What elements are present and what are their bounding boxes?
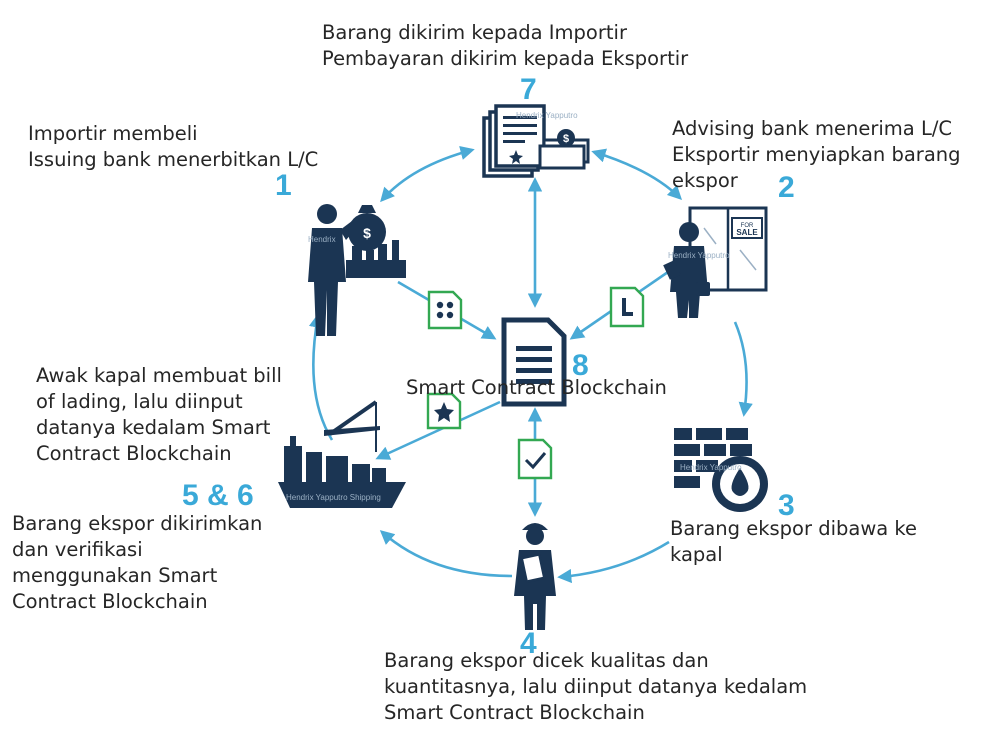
arrow-7-to-2 — [591, 148, 683, 201]
inspector-icon — [514, 523, 556, 630]
step-number-2: 2 — [778, 171, 795, 204]
step-6-line-1: Barang ekspor dikirimkan — [12, 512, 263, 535]
step-1-line-2: Issuing bank menerbitkan L/C — [28, 148, 319, 171]
arrow-center-ship — [375, 400, 501, 460]
step-4-line-3: Smart Contract Blockchain — [384, 701, 645, 724]
step-8-description: Smart Contract Blockchain — [406, 375, 667, 401]
step-3-line-2: kapal — [670, 543, 723, 566]
step-4-description: Barang ekspor dicek kualitas dan kuantit… — [384, 648, 807, 726]
exporter-shop-icon: FOR SALE Hendrix Yapputro — [663, 206, 768, 318]
step-3-line-1: Barang ekspor dibawa ke — [670, 517, 918, 540]
badge-money-icon — [427, 290, 463, 330]
step-2-line-1: Advising bank menerima L/C — [672, 117, 952, 140]
step-2-line-3: ekspor — [672, 169, 738, 192]
svg-text:$: $ — [563, 133, 569, 145]
sign-text-for: FOR — [741, 223, 754, 229]
arrow-2-to-3 — [733, 321, 753, 417]
step-8-line-1: Smart Contract Blockchain — [406, 376, 667, 399]
smart-contract-document-icon — [501, 317, 567, 407]
step-4-line-2: kuantitasnya, lalu diinput datanya kedal… — [384, 675, 808, 698]
step-2-line-2: Eksportir menyiapkan barang — [672, 143, 961, 166]
step-number-4: 4 — [520, 627, 537, 660]
arrow-3-to-4 — [557, 540, 670, 584]
step-2-description: Advising bank menerima L/C Eksportir men… — [672, 116, 961, 194]
step-5-line-4: Contract Blockchain — [36, 442, 232, 465]
watermark-exporter: Hendrix Yapputro — [668, 251, 730, 260]
step-number-7: 7 — [520, 73, 537, 106]
step-5-description: Awak kapal membuat bill of lading, lalu … — [36, 363, 282, 467]
step-6-line-2: dan verifikasi — [12, 538, 143, 561]
step-4-line-1: Barang ekspor dicek kualitas dan — [384, 649, 709, 672]
step-7-line-1: Barang dikirim kepada Importir — [322, 21, 627, 44]
step-5-line-3: datanya kedalam Smart — [36, 416, 271, 439]
sign-text-sale: SALE — [736, 228, 758, 237]
documents-payment-icon: $ Hendrix Yapputro — [482, 104, 590, 178]
step-number-5-6: 5 & 6 — [182, 479, 254, 512]
watermark-warehouse: Hendrix Yapputro — [680, 463, 742, 472]
step-5-line-2: of lading, lalu diinput — [36, 390, 243, 413]
step-6-line-4: Contract Blockchain — [12, 590, 208, 613]
watermark-importer: Hendrix — [308, 235, 336, 244]
badge-check-icon — [517, 438, 553, 480]
step-3-description: Barang ekspor dibawa ke kapal — [670, 516, 917, 568]
warehouse-cargo-icon: Hendrix Yapputro — [674, 428, 768, 512]
cycle-arrows — [308, 146, 753, 584]
step-number-3: 3 — [778, 489, 795, 522]
step-7-line-2: Pembayaran dikirim kepada Eksportir — [322, 47, 689, 70]
arrow-1-to-7 — [380, 146, 475, 203]
watermark-ship: Hendrix Yapputro Shipping — [286, 493, 381, 502]
arrow-4-to-ship — [379, 530, 513, 578]
arrow-ship-to-1 — [308, 313, 334, 441]
importer-icon: $ Hendrix — [308, 204, 406, 336]
step-6-line-3: menggunakan Smart — [12, 564, 218, 587]
svg-text:$: $ — [363, 225, 371, 241]
step-7-description: Barang dikirim kepada Importir Pembayara… — [322, 20, 688, 72]
badge-star-icon — [426, 392, 462, 430]
badge-document-icon — [609, 286, 645, 328]
watermark-document: Hendrix Yapputro — [516, 111, 578, 120]
cargo-ship-icon: Hendrix Yapputro Shipping — [278, 400, 406, 508]
step-5-line-1: Awak kapal membuat bill — [36, 364, 282, 387]
step-number-8: 8 — [572, 349, 589, 382]
step-1-description: Importir membeli Issuing bank menerbitka… — [28, 121, 318, 173]
step-number-1: 1 — [275, 169, 292, 202]
step-6-description: Barang ekspor dikirimkan dan verifikasi … — [12, 511, 262, 615]
step-1-line-1: Importir membeli — [28, 122, 198, 145]
